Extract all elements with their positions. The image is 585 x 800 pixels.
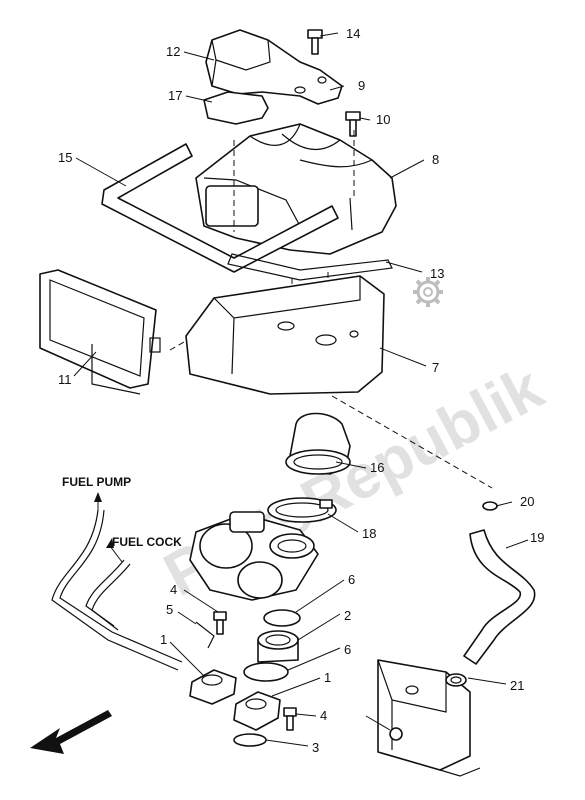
callout-14: 14 (346, 26, 360, 41)
carburetor-assembly (189, 511, 319, 601)
callout-4-lower: 4 (320, 708, 327, 723)
part-18-clamp (267, 497, 337, 523)
callout-15: 15 (58, 150, 72, 165)
callout-12: 12 (166, 44, 180, 59)
callout-6-upper: 6 (348, 572, 355, 587)
callout-7: 7 (432, 360, 439, 375)
part-10-bolt (345, 111, 361, 137)
fuel-pump-line-outline (59, 509, 183, 663)
callout-4-upper: 4 (170, 582, 177, 597)
callout-11: 11 (58, 372, 72, 387)
part-3-cap (233, 733, 267, 747)
part-4-bolt-lower (283, 707, 297, 731)
callout-5: 5 (166, 602, 173, 617)
callout-21: 21 (510, 678, 524, 693)
callout-3: 3 (312, 740, 319, 755)
callout-1-left: 1 (160, 632, 167, 647)
part-8-airbox-lid (195, 123, 397, 255)
callout-2: 2 (344, 608, 351, 623)
part-6-clamp-upper (263, 609, 301, 627)
callout-6-lower: 6 (344, 642, 351, 657)
fuel-cock-line (85, 559, 125, 627)
fuel-cock-line-outline (91, 563, 131, 631)
engine-block (377, 659, 481, 777)
callout-16: 16 (370, 460, 384, 475)
callout-8: 8 (432, 152, 439, 167)
part-20-clip (482, 501, 498, 511)
fuel-pump-line (51, 509, 179, 671)
fuel-pump-label: FUEL PUMP (62, 475, 131, 489)
part-2-joint (257, 630, 299, 663)
fuel-cock-label: FUEL COCK (112, 535, 182, 549)
part-6-clamp-lower (243, 662, 289, 682)
direction-arrow-icon (30, 710, 112, 754)
callouts: 14 12 9 17 10 15 8 13 11 7 16 20 18 19 6… (58, 26, 544, 755)
callout-19: 19 (530, 530, 544, 545)
part-4-bolt-upper (213, 611, 227, 635)
part-12-intake-cover (205, 29, 343, 105)
part-15-frame (101, 143, 339, 273)
part-21-fitting (445, 673, 467, 687)
callout-18: 18 (362, 526, 376, 541)
gear-icon (413, 277, 443, 307)
callout-17: 17 (168, 88, 182, 103)
callout-13: 13 (430, 266, 444, 281)
part-7-airbox-base (185, 275, 385, 395)
part-1-fitting-left (189, 669, 237, 705)
part-16-intake-boot (285, 412, 351, 475)
part-11-filter (39, 269, 161, 395)
part-14-bolt (307, 29, 323, 55)
fuel-cock-arrow-stem (109, 545, 123, 563)
leader-lines (73, 32, 529, 747)
breather-path (331, 395, 493, 489)
part-13-gasket (227, 253, 393, 281)
part-5-clip (195, 621, 215, 649)
callout-10: 10 (376, 112, 390, 127)
callout-1-right: 1 (324, 670, 331, 685)
part-17-seal (203, 91, 269, 125)
fuel-cock-arrow-icon (106, 538, 114, 548)
fuel-pump-arrow-icon (94, 492, 102, 502)
callout-20: 20 (520, 494, 534, 509)
part-19-hose (463, 529, 536, 665)
part-1-fitting-right (233, 691, 281, 731)
callout-9: 9 (358, 78, 365, 93)
